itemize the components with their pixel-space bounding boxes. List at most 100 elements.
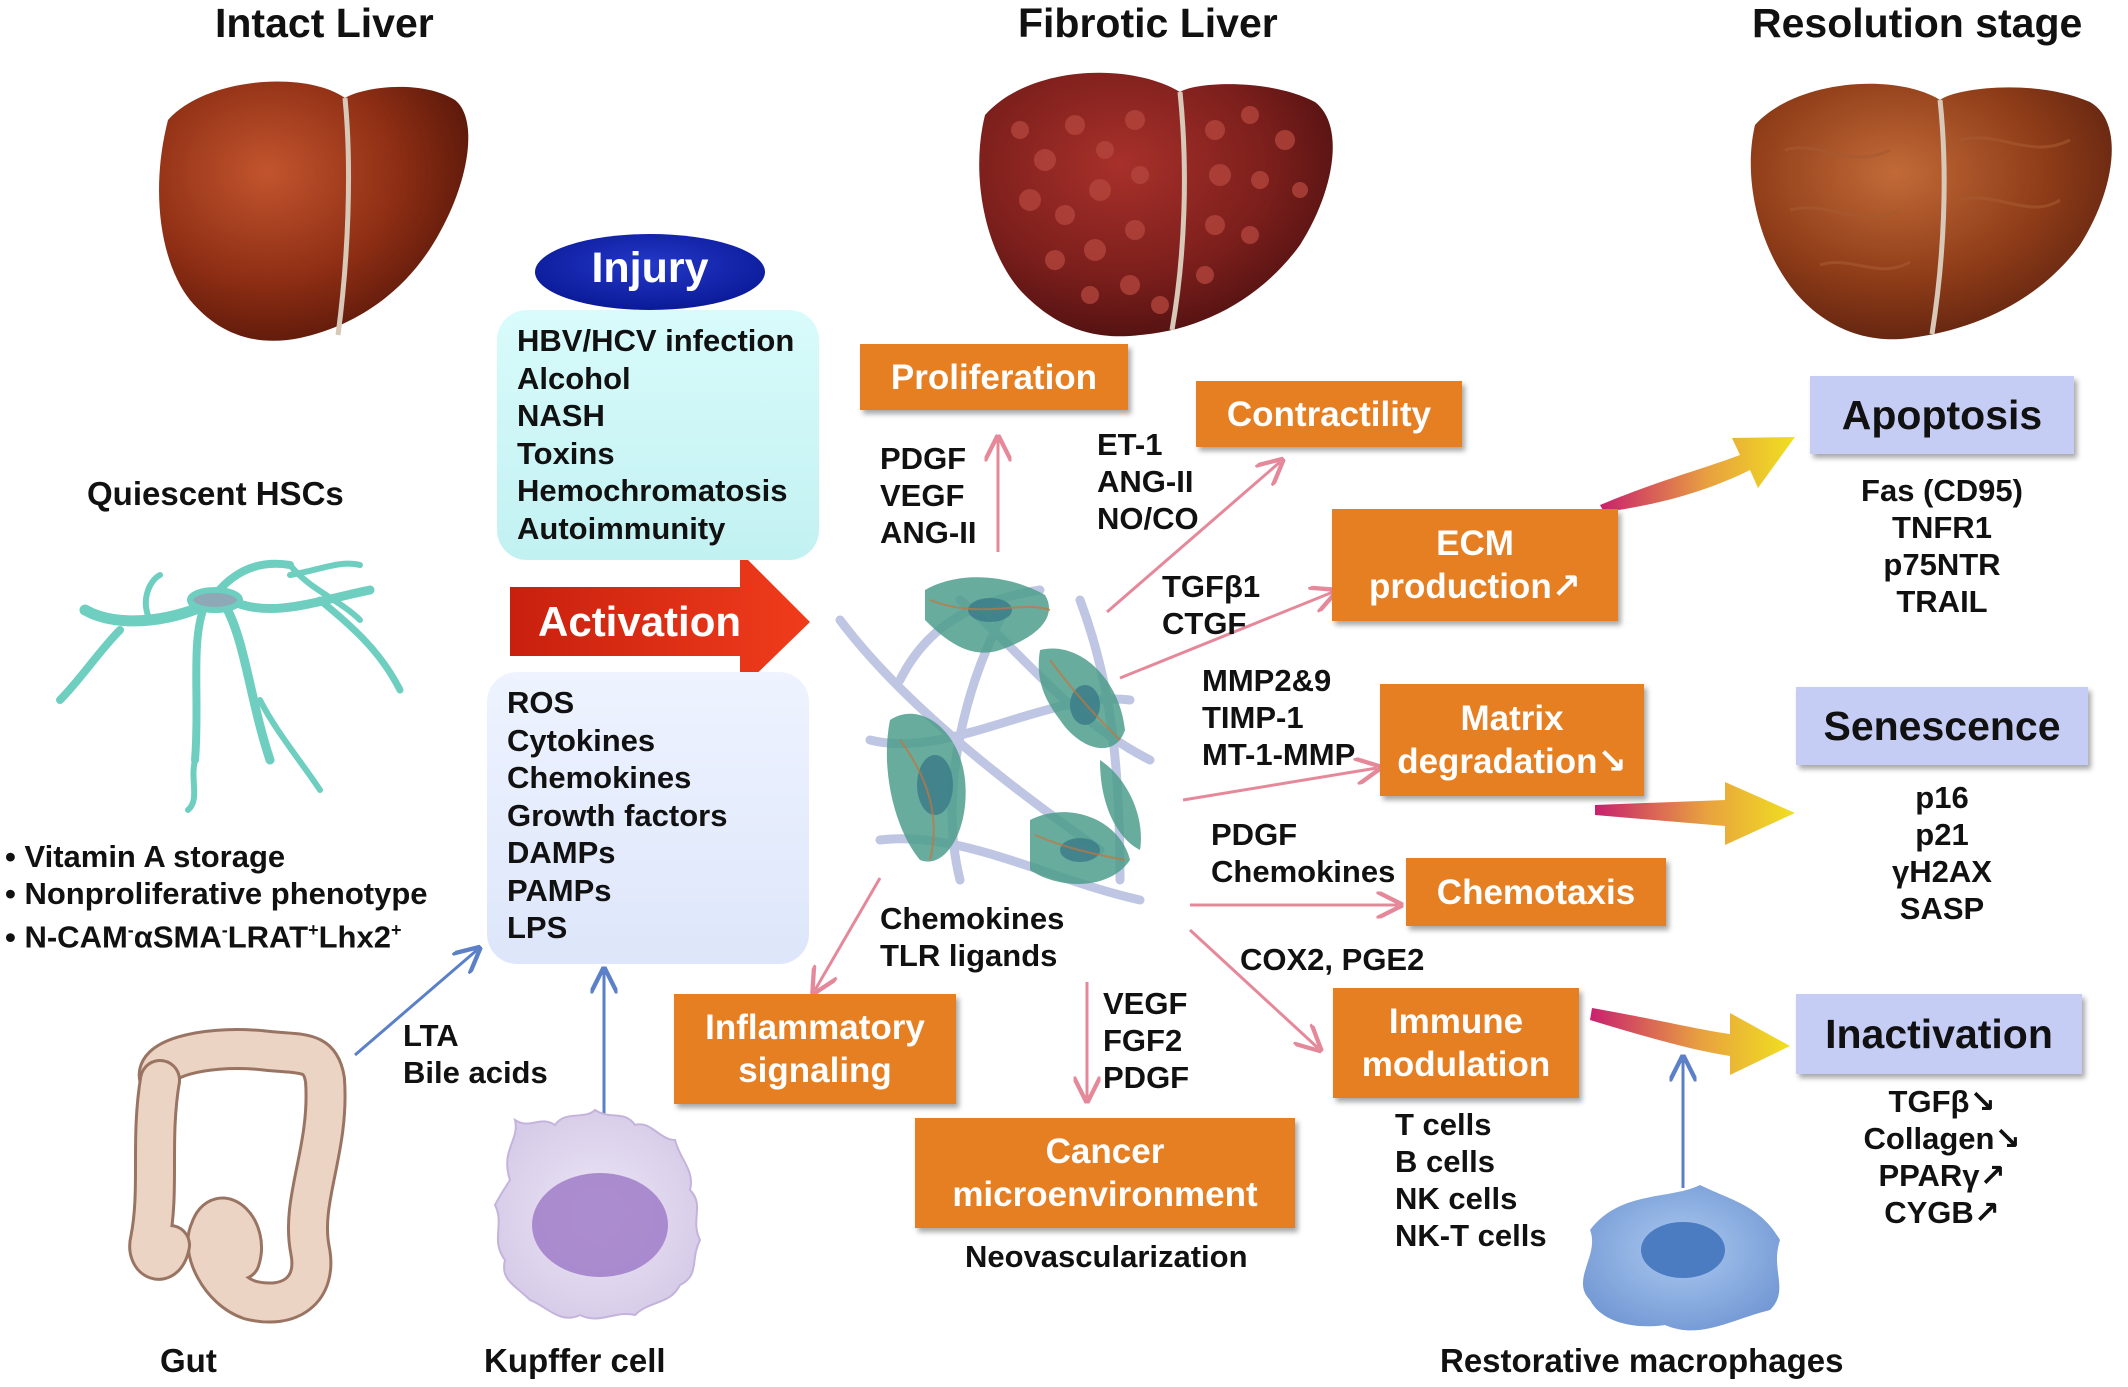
senescence-item: p21 xyxy=(1915,817,1969,852)
neovascularization-note: Neovascularization xyxy=(965,1239,1248,1274)
fibrotic-liver-illustration xyxy=(979,72,1333,337)
inactivation-item: CYGB↗ xyxy=(1884,1195,2000,1230)
matrix-line2: degradation↘ xyxy=(1397,742,1627,781)
inflammatory-factors: Chemokines TLR ligands xyxy=(880,900,1064,974)
cancer-line2: microenvironment xyxy=(952,1175,1258,1214)
immune-cell: T cells xyxy=(1395,1107,1492,1142)
mediator-item: ROS xyxy=(507,685,575,720)
mediator-item: PAMPs xyxy=(507,872,612,908)
contractility-label: Contractility xyxy=(1226,394,1432,434)
chemotaxis-factor: PDGF xyxy=(1211,817,1298,852)
ecm-factor: TGFβ1 xyxy=(1162,569,1261,604)
matrix-factor: TIMP-1 xyxy=(1202,700,1304,735)
cancer-line1: Cancer xyxy=(1045,1132,1165,1171)
matrix-factor: MT-1-MMP xyxy=(1202,737,1356,772)
apoptosis-label: Apoptosis xyxy=(1841,391,2043,438)
marker-asma-sign: - xyxy=(221,920,228,940)
injury-ellipse xyxy=(535,234,765,310)
mediators-box: ROS Cytokines Chemokines Growth factors … xyxy=(487,672,809,964)
inflammatory-factor: TLR ligands xyxy=(880,938,1058,973)
cancer-factor: PDGF xyxy=(1103,1060,1190,1095)
cancer-microenvironment-box: Cancer microenvironment xyxy=(915,1118,1295,1228)
chemotaxis-factor: Chemokines xyxy=(1211,854,1396,889)
apoptosis-item: Fas (CD95) xyxy=(1861,473,2023,508)
marker-asma: αSMA xyxy=(133,919,222,955)
injury-cause: Hemochromatosis xyxy=(517,473,788,508)
chemotaxis-box: Chemotaxis xyxy=(1406,858,1666,926)
contractility-factors: ET-1 ANG-II NO/CO xyxy=(1097,426,1199,537)
resolution-arrows xyxy=(1590,437,1795,1075)
senescence-label: Senescence xyxy=(1823,702,2061,749)
marker-lrat: LRAT xyxy=(227,919,309,955)
gut-factors: LTA Bile acids xyxy=(403,1017,548,1091)
gut-label: Gut xyxy=(160,1342,217,1379)
immune-line2: modulation xyxy=(1361,1045,1551,1084)
inactivation-item: PPARγ↗ xyxy=(1878,1158,2006,1193)
activated-hsc-illustration xyxy=(835,577,1155,905)
contractility-factor: NO/CO xyxy=(1097,501,1199,536)
immune-cell: NK-T cells xyxy=(1395,1218,1547,1253)
proliferation-factors: PDGF VEGF ANG-II xyxy=(880,440,976,551)
proliferation-label: Proliferation xyxy=(890,357,1098,397)
injury-cause: NASH xyxy=(517,398,605,433)
chemotaxis-label: Chemotaxis xyxy=(1436,872,1636,912)
inactivation-items: TGFβ↘ Collagen↘ PPARγ↗ CYGB↗ xyxy=(1842,1083,2042,1231)
senescence-item: p16 xyxy=(1915,780,1969,815)
gut-illustration xyxy=(128,1028,347,1324)
resolution-liver-illustration xyxy=(1750,83,2112,340)
senescence-box: Senescence xyxy=(1796,687,2088,765)
pink-arrows xyxy=(815,440,1398,1098)
mediator-item: Growth factors xyxy=(507,797,728,833)
proliferation-factor: PDGF xyxy=(880,441,967,476)
ecm-factor: CTGF xyxy=(1162,606,1247,641)
immune-cell: B cells xyxy=(1395,1144,1495,1179)
apoptosis-items: Fas (CD95) TNFR1 p75NTR TRAIL xyxy=(1842,472,2042,620)
apoptosis-item: TRAIL xyxy=(1896,584,1988,619)
cancer-factor: FGF2 xyxy=(1103,1023,1183,1058)
inactivation-label: Inactivation xyxy=(1825,1010,2053,1057)
blue-arrows xyxy=(354,950,1683,1188)
mediator-item: DAMPs xyxy=(507,835,616,870)
resolution-liver-texture xyxy=(1784,136,2071,271)
marker-lhx2-sign: + xyxy=(390,920,402,940)
apoptosis-item: TNFR1 xyxy=(1892,510,1992,545)
proliferation-factor: VEGF xyxy=(880,478,965,513)
resolution-stage-header: Resolution stage xyxy=(1752,0,2083,46)
immune-cells: T cells B cells NK cells NK-T cells xyxy=(1395,1106,1547,1254)
quiescent-hsc-illustration xyxy=(56,559,404,813)
immune-modulation-box: Immune modulation xyxy=(1333,988,1579,1098)
cancer-factors: VEGF FGF2 PDGF xyxy=(1103,985,1189,1096)
kupffer-label: Kupffer cell xyxy=(484,1342,666,1379)
inflammatory-line1: Inflammatory xyxy=(705,1008,925,1047)
inactivation-item: Collagen↘ xyxy=(1863,1121,2021,1156)
markers-bullet: • xyxy=(5,919,25,955)
senescence-items: p16 p21 γH2AX SASP xyxy=(1842,779,2042,927)
macrophage-illustration xyxy=(1582,1185,1780,1331)
injury-cause: Alcohol xyxy=(517,360,631,396)
inactivation-box: Inactivation xyxy=(1796,994,2082,1074)
quiescent-feature-list: • Vitamin A storage • Nonproliferative p… xyxy=(5,838,428,955)
fibrotic-liver-header: Fibrotic Liver xyxy=(1018,0,1278,46)
injury-label: Injury xyxy=(591,244,709,292)
ecm-factors: TGFβ1 CTGF xyxy=(1162,568,1260,642)
marker-lhx2: Lhx2 xyxy=(318,919,391,955)
quiescent-feature: • Nonproliferative phenotype xyxy=(5,876,428,911)
intact-liver-illustration xyxy=(159,81,469,341)
senescence-item: SASP xyxy=(1899,891,1985,926)
matrix-factors: MMP2&9 TIMP-1 MT-1-MMP xyxy=(1202,662,1355,773)
ecm-production-box: ECM production↗ xyxy=(1332,509,1618,621)
contractility-factor: ANG-II xyxy=(1097,464,1194,499)
injury-cause: Autoimmunity xyxy=(517,510,726,546)
intact-liver-header: Intact Liver xyxy=(215,0,434,46)
immune-factor: COX2, PGE2 xyxy=(1240,942,1425,977)
injury-causes-box: HBV/HCV infection Alcohol NASH Toxins He… xyxy=(497,310,819,560)
marker-ncam: N-CAM xyxy=(24,919,128,955)
mediator-item: Cytokines xyxy=(507,722,656,758)
matrix-line1: Matrix xyxy=(1460,699,1564,738)
ecm-line2: production↗ xyxy=(1368,567,1582,606)
quiescent-feature: • Vitamin A storage xyxy=(5,839,286,874)
activation-label: Activation xyxy=(538,598,742,645)
marker-lrat-sign: + xyxy=(308,920,319,940)
proliferation-box: Proliferation xyxy=(860,344,1128,410)
apoptosis-box: Apoptosis xyxy=(1810,376,2074,454)
